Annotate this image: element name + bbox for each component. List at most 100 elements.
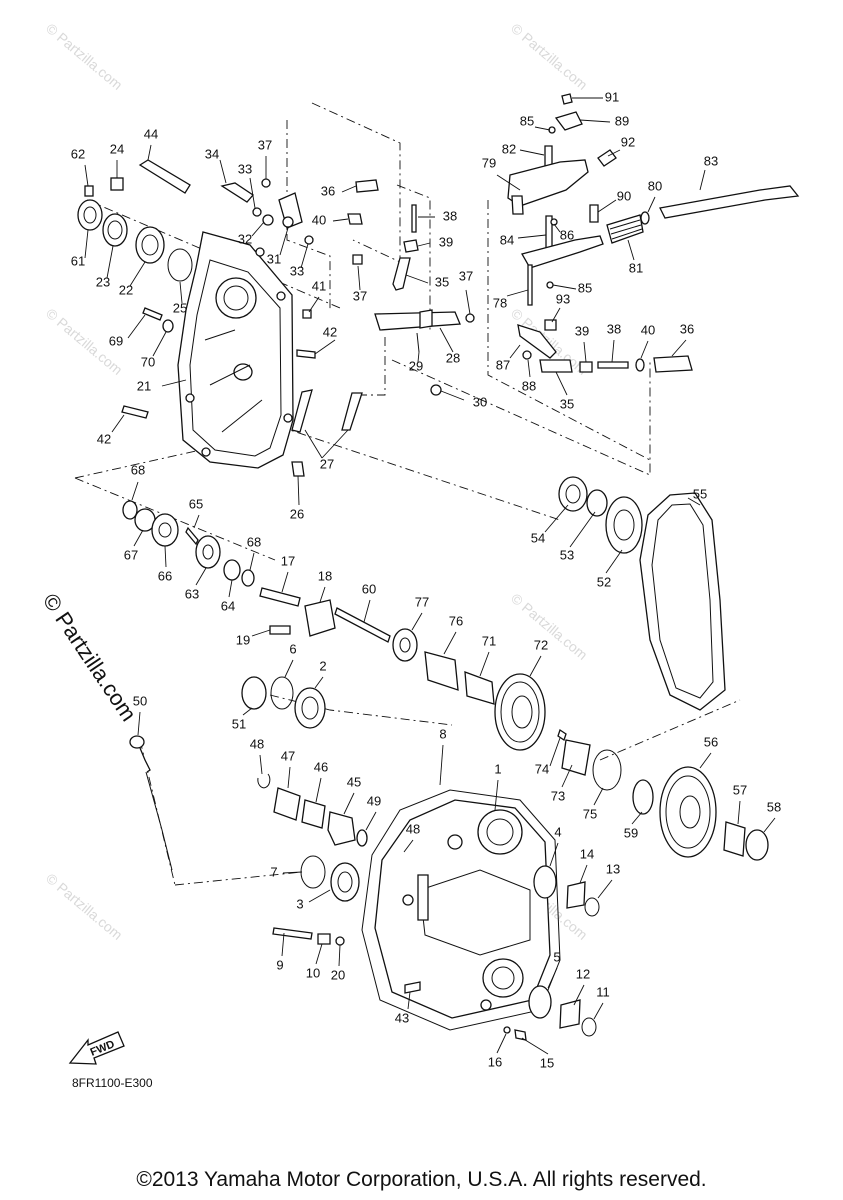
part-callout-73: 73 <box>551 788 565 803</box>
part-callout-20: 20 <box>331 967 345 982</box>
part-callout-13: 13 <box>606 861 620 876</box>
part-callout-86: 86 <box>560 227 574 242</box>
part-callout-67: 67 <box>124 547 138 562</box>
part-callout-27: 27 <box>320 456 334 471</box>
part-callout-6: 6 <box>289 641 296 656</box>
copyright-notice: ©2013 Yamaha Motor Corporation, U.S.A. A… <box>136 1168 707 1191</box>
part-callout-36: 36 <box>680 321 694 336</box>
part-callout-42: 42 <box>323 324 337 339</box>
part-callout-88: 88 <box>522 378 536 393</box>
part-callout-39: 39 <box>575 323 589 338</box>
lower-bearings <box>300 855 360 902</box>
part-callout-18: 18 <box>318 568 332 583</box>
dipstick <box>129 735 173 871</box>
part-callout-32: 32 <box>238 231 252 246</box>
part-callout-53: 53 <box>560 547 574 562</box>
part-callout-46: 46 <box>314 759 328 774</box>
part-callout-62: 62 <box>71 146 85 161</box>
upper-linkage <box>121 178 475 419</box>
part-callout-92: 92 <box>621 134 635 149</box>
part-callout-50: 50 <box>133 693 147 708</box>
part-callout-29: 29 <box>409 358 423 373</box>
part-callout-47: 47 <box>281 748 295 763</box>
part-callout-38: 38 <box>443 208 457 223</box>
part-callout-1: 1 <box>494 761 501 776</box>
drive-chain <box>639 492 726 711</box>
part-callout-24: 24 <box>110 141 124 156</box>
part-callout-30: 30 <box>473 394 487 409</box>
part-callout-81: 81 <box>629 260 643 275</box>
watermark: © Partzilla.com <box>508 20 591 93</box>
part-callout-51: 51 <box>232 716 246 731</box>
fwd-arrow: FWD <box>68 1031 125 1065</box>
part-callout-25: 25 <box>173 300 187 315</box>
watermark: © Partzilla.com <box>43 870 126 943</box>
part-callout-52: 52 <box>597 574 611 589</box>
part-callout-23: 23 <box>96 274 110 289</box>
part-callout-42: 42 <box>97 431 111 446</box>
part-callout-35: 35 <box>560 396 574 411</box>
part-callout-16: 16 <box>488 1054 502 1069</box>
watermark: © Partzilla.com <box>43 20 126 93</box>
part-callout-68: 68 <box>247 534 261 549</box>
part-callout-77: 77 <box>415 594 429 609</box>
right-seals <box>404 865 600 1041</box>
part-callout-9: 9 <box>276 957 283 972</box>
link-arms <box>291 389 363 477</box>
part-callout-37: 37 <box>353 288 367 303</box>
part-callout-15: 15 <box>540 1055 554 1070</box>
part-callout-40: 40 <box>641 322 655 337</box>
part-callout-14: 14 <box>580 846 594 861</box>
part-callout-61: 61 <box>71 253 85 268</box>
part-callout-28: 28 <box>446 350 460 365</box>
part-callout-22: 22 <box>119 282 133 297</box>
leader-lines <box>84 97 776 1055</box>
lower-sprocket-set <box>632 766 769 861</box>
part-callout-49: 49 <box>367 793 381 808</box>
axle-set <box>334 607 495 705</box>
part-callout-74: 74 <box>535 761 549 776</box>
part-callout-19: 19 <box>236 632 250 647</box>
small-parts <box>257 773 409 866</box>
part-callout-91: 91 <box>605 89 619 104</box>
part-callout-31: 31 <box>267 251 281 266</box>
part-callout-11: 11 <box>596 984 610 999</box>
part-callout-43: 43 <box>395 1010 409 1025</box>
part-callout-71: 71 <box>482 633 496 648</box>
idler-shaft <box>259 587 336 637</box>
part-callout-65: 65 <box>189 496 203 511</box>
part-callout-72: 72 <box>534 637 548 652</box>
part-callout-2: 2 <box>319 658 326 673</box>
part-callout-69: 69 <box>109 333 123 348</box>
part-callout-89: 89 <box>615 113 629 128</box>
part-callout-34: 34 <box>205 146 219 161</box>
part-callout-60: 60 <box>362 581 376 596</box>
shift-linkage <box>507 93 800 373</box>
part-callout-55: 55 <box>693 486 707 501</box>
part-callout-90: 90 <box>617 188 631 203</box>
part-callout-38: 38 <box>607 321 621 336</box>
left-gear-cluster <box>122 500 255 587</box>
middle-bearings <box>241 676 326 729</box>
part-callout-78: 78 <box>493 295 507 310</box>
part-callout-85: 85 <box>578 280 592 295</box>
main-chain-case <box>361 789 561 1031</box>
part-callout-36: 36 <box>321 183 335 198</box>
part-callout-5: 5 <box>553 949 560 964</box>
part-callout-59: 59 <box>624 825 638 840</box>
part-callout-66: 66 <box>158 568 172 583</box>
upper-sprocket-set <box>558 476 643 554</box>
left-bearings <box>77 159 193 333</box>
part-callout-37: 37 <box>459 268 473 283</box>
part-callout-70: 70 <box>141 354 155 369</box>
part-callout-75: 75 <box>583 806 597 821</box>
part-callout-57: 57 <box>733 782 747 797</box>
part-callout-85: 85 <box>520 113 534 128</box>
part-callout-7: 7 <box>270 864 277 879</box>
part-callout-10: 10 <box>306 965 320 980</box>
part-callout-44: 44 <box>144 126 158 141</box>
part-callout-21: 21 <box>137 378 151 393</box>
part-callout-33: 33 <box>238 161 252 176</box>
